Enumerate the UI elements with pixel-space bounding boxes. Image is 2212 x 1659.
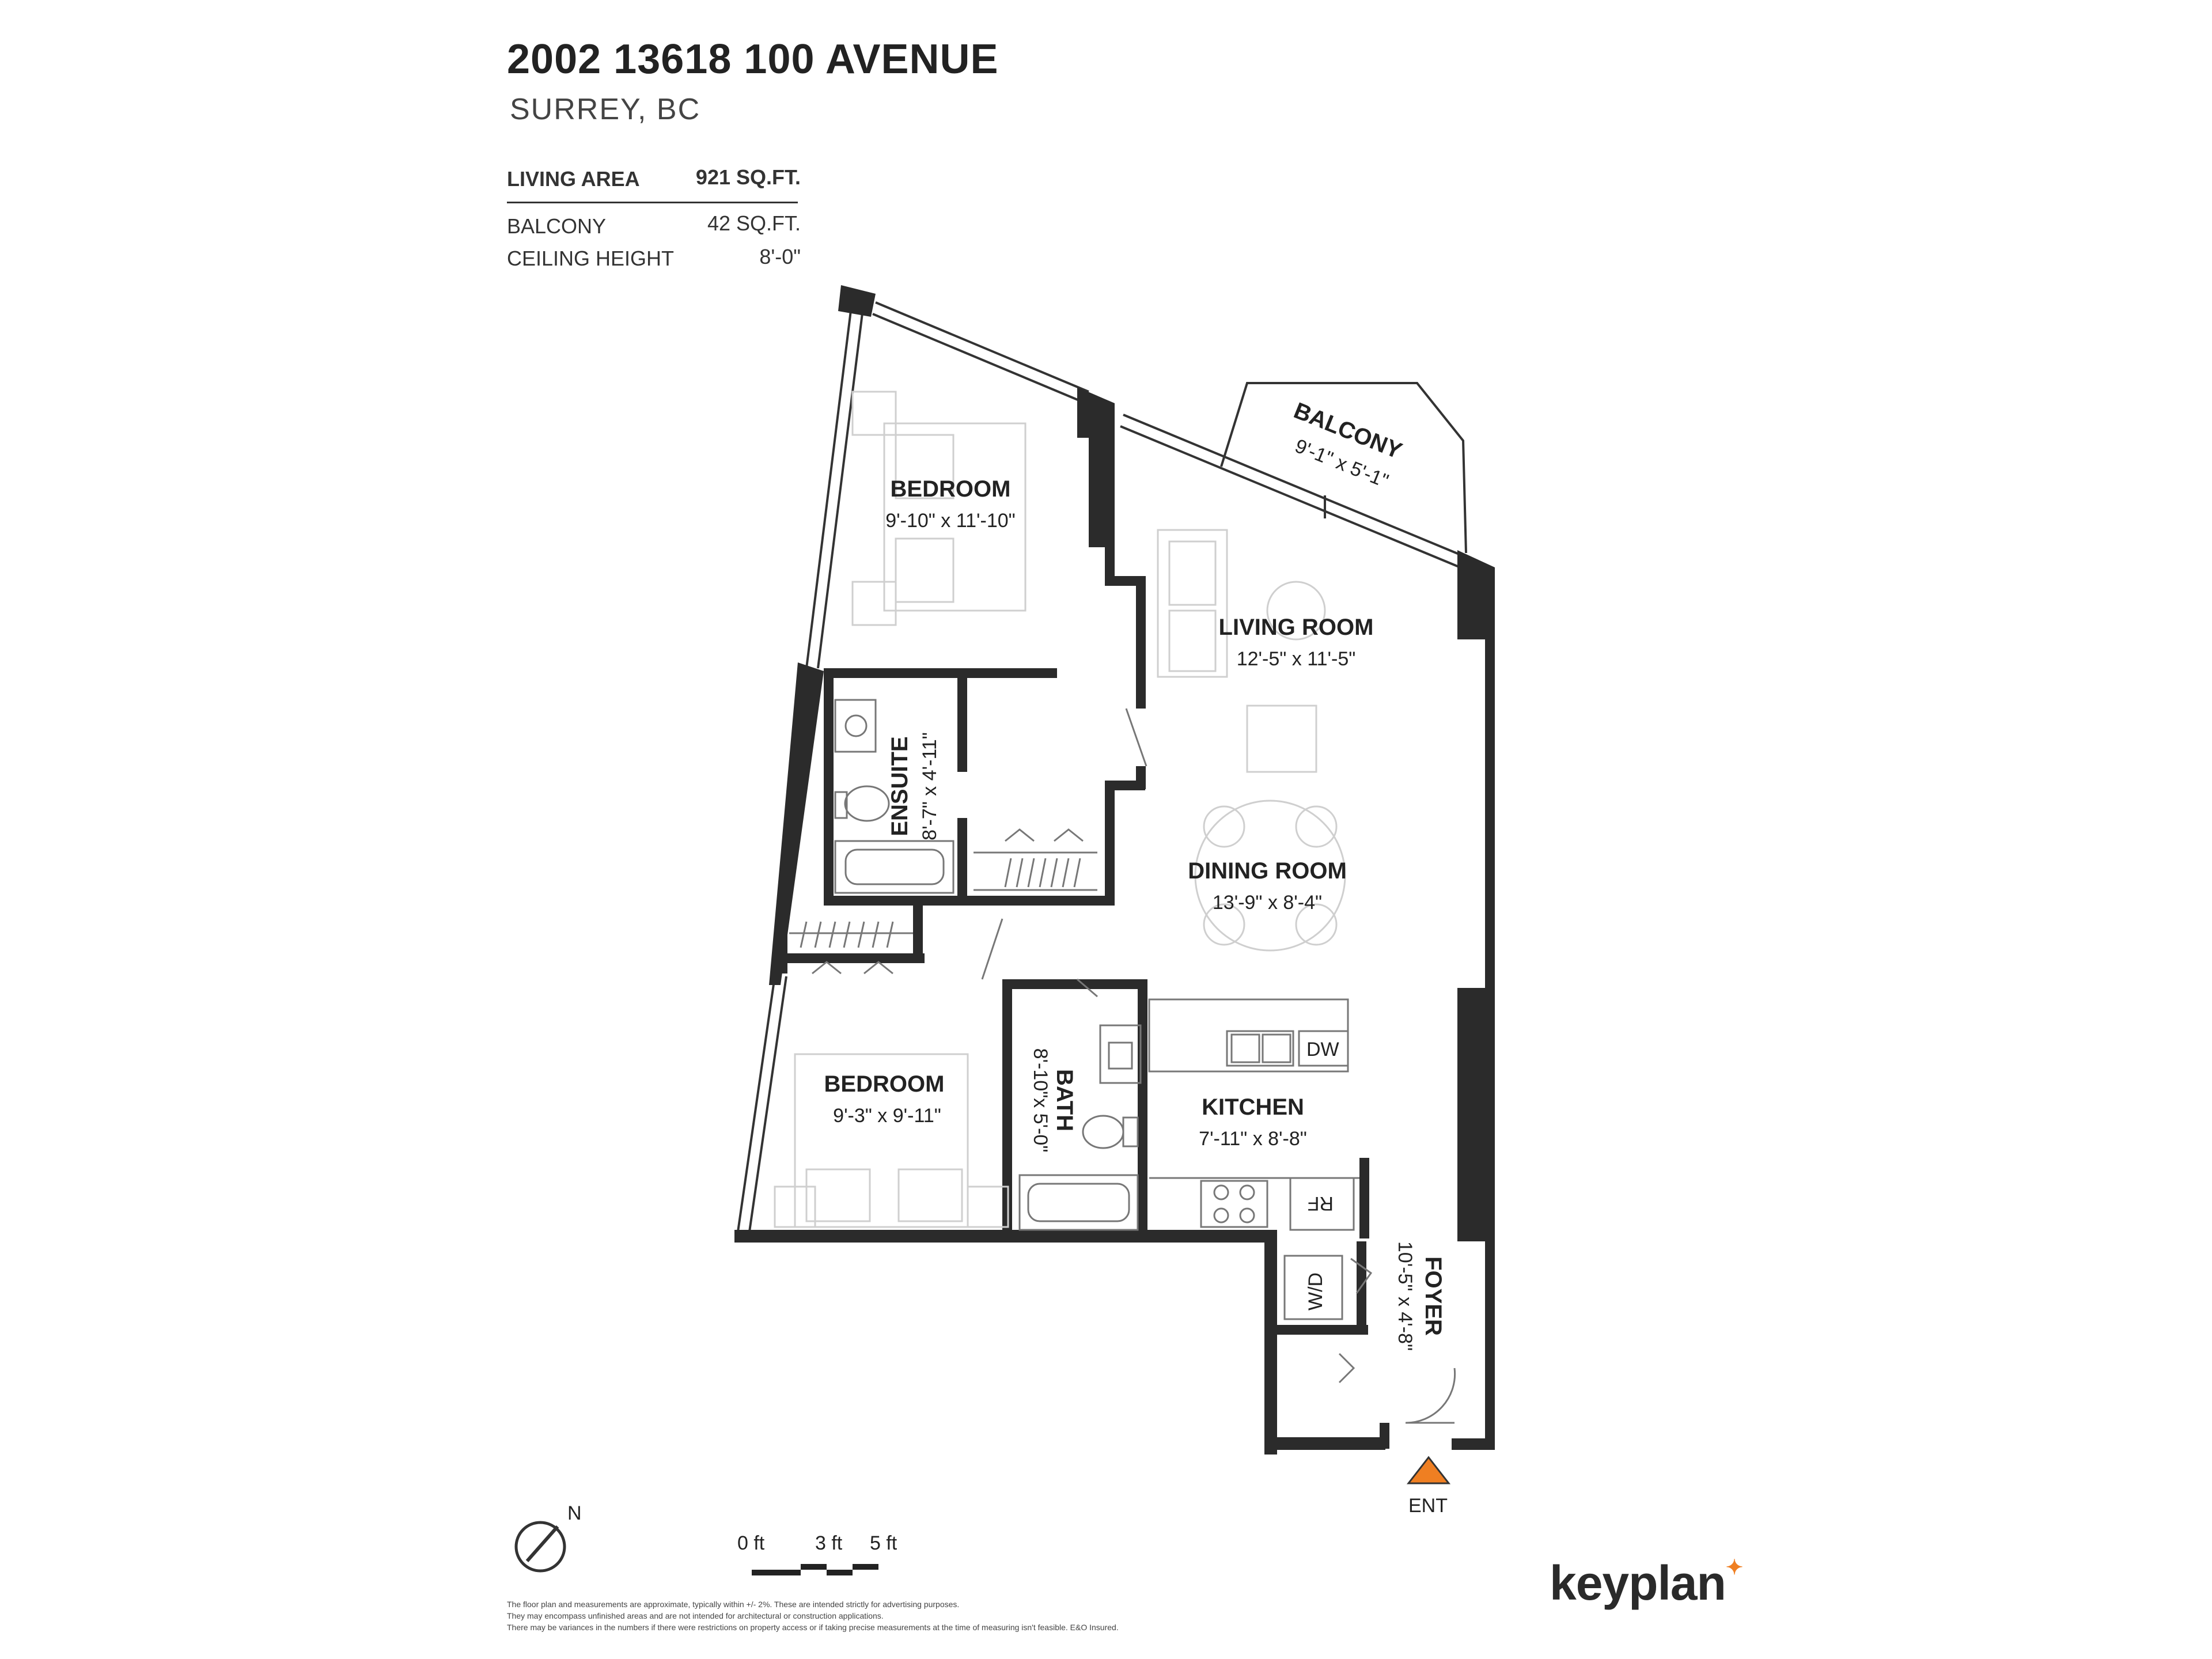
bedroom-main-name: BEDROOM (891, 476, 1011, 502)
dishwasher-label: DW (1306, 1039, 1339, 1060)
entrance-marker (1406, 1456, 1451, 1484)
wall-bedroom-living-e (1105, 781, 1145, 790)
wall-east-thick (1457, 988, 1486, 1241)
scale-zero: 0 ft (737, 1532, 765, 1554)
wall-corner-north (838, 285, 876, 317)
wall-laundry-right (1357, 1241, 1366, 1328)
bedroom-second-dims: 9'-3" x 9'-11" (833, 1105, 941, 1127)
brand-name: keyplan (1550, 1556, 1726, 1610)
wall-bedroom-living-b (1105, 576, 1145, 586)
washer-dryer-label: W/D (1305, 1272, 1327, 1310)
wall-bedroom-living-a (1105, 547, 1115, 582)
wall-west (769, 662, 824, 985)
wall-ensuite-mid2 (957, 818, 967, 904)
bath-fixtures (1018, 1024, 1142, 1231)
kitchen-name: KITCHEN (1202, 1094, 1304, 1120)
scale-bar (752, 1564, 878, 1575)
bedroom-second-name: BEDROOM (824, 1071, 945, 1097)
balcony-area-value: 42 SQ.FT. (707, 211, 801, 235)
window-glazing (736, 296, 1464, 1236)
bedroom-second-furniture (774, 1053, 1009, 1228)
ensuite-fixtures (834, 699, 955, 894)
listing-address: 2002 13618 100 AVENUE (507, 36, 999, 82)
balcony-area-label: BALCONY (507, 214, 607, 238)
brand-mark-icon: ✦ (1725, 1555, 1743, 1579)
fridge-label: RF (1308, 1192, 1334, 1214)
living-area-label: LIVING AREA (507, 167, 640, 191)
wall-ensuite-mid (957, 674, 967, 772)
ensuite-name: ENSUITE (887, 736, 912, 836)
kitchen-dims: 7'-11" x 8'-8" (1199, 1128, 1307, 1150)
scale-three: 3 ft (815, 1532, 843, 1554)
foyer-name: FOYER (1421, 1256, 1446, 1336)
wall-east (1485, 639, 1495, 1449)
bedroom-main-furniture (851, 391, 1027, 626)
ensuite-dims: 8'-7" x 4'-11" (919, 732, 941, 840)
wall-laundry-left (1264, 1230, 1277, 1455)
compass-north-label: N (567, 1502, 582, 1524)
disclaimer: The floor plan and measurements are appr… (507, 1599, 1371, 1633)
wall-south-foyer (1264, 1437, 1385, 1450)
living-area-value: 921 SQ.FT. (695, 165, 801, 189)
listing-city: SURREY, BC (510, 93, 701, 126)
scale-five: 5 ft (870, 1532, 897, 1554)
bath-dims: 8'-10"x 5'-0" (1029, 1048, 1051, 1153)
living-room-dims: 12'-5" x 11'-5" (1237, 648, 1356, 670)
foyer-dims: 10'-5" x 4'-8" (1394, 1241, 1416, 1351)
wall-ensuite-top (824, 668, 1057, 678)
entrance-label: ENT (1408, 1495, 1448, 1517)
wall-bedroom-living-f (1105, 781, 1115, 904)
wall-pillar (1077, 387, 1115, 547)
walls (734, 285, 1495, 1455)
compass-icon (514, 1521, 566, 1573)
wall-ensuite-bottom (824, 896, 1115, 906)
wall-closet-right (913, 904, 923, 956)
spec-divider (507, 202, 798, 203)
door-swings (981, 708, 1456, 1424)
living-room-name: LIVING ROOM (1219, 615, 1374, 640)
wall-south (734, 1230, 1276, 1243)
bedroom-main-dims: 9'-10" x 11'-10" (885, 510, 1016, 532)
brand-logo: keyplan✦ (1550, 1555, 1743, 1611)
disclaimer-line: They may encompass unfinished areas and … (507, 1611, 884, 1620)
wall-ensuite-left (824, 668, 834, 904)
ceiling-height-value: 8'-0" (759, 245, 801, 268)
disclaimer-line: The floor plan and measurements are appr… (507, 1600, 960, 1609)
kitchen-fixtures (1148, 998, 1359, 1320)
dining-room-dims: 13'-9" x 8'-4" (1213, 892, 1322, 914)
wall-pillar-east (1457, 550, 1495, 639)
wall-bath-right (1138, 979, 1147, 1238)
wall-laundry-mid (1276, 1325, 1368, 1335)
disclaimer-line: There may be variances in the numbers if… (507, 1623, 1119, 1632)
living-furniture (1157, 529, 1346, 952)
wall-kitchen-fridge (1359, 1158, 1369, 1238)
bath-name: BATH (1052, 1069, 1077, 1131)
wall-bath-left (1002, 979, 1012, 1238)
wall-closet-bottom (778, 953, 925, 963)
ceiling-height-label: CEILING HEIGHT (507, 247, 675, 270)
wall-bedroom-living-c (1136, 576, 1146, 709)
balcony-outline (1220, 382, 1467, 554)
wall-south-foyer-2 (1380, 1423, 1389, 1449)
bedroom-second-closet (789, 921, 913, 975)
wall-bath-top (1002, 979, 1146, 989)
ensuite-closet (974, 828, 1097, 891)
wall-foyer-right (1452, 1438, 1495, 1450)
dining-room-name: DINING ROOM (1188, 858, 1347, 884)
